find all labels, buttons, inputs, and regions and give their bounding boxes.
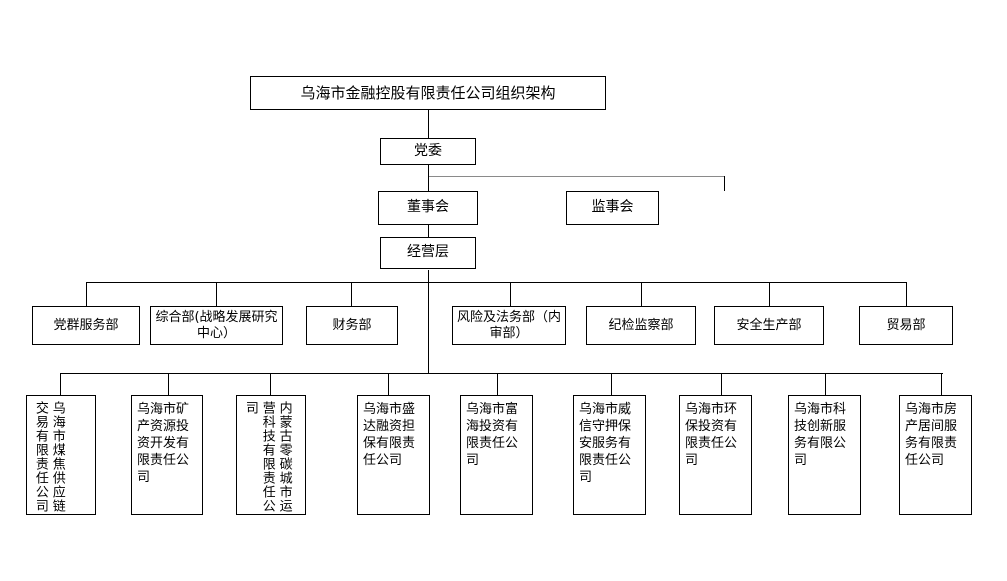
connector-subsidiary-bus	[60, 373, 943, 374]
connector-drop-sub-1	[60, 373, 61, 395]
subsidiary-label-2: 乌海市矿产资源投资开发有限责任公司	[137, 402, 190, 485]
subsidiary-label-5: 乌海市富海投资有限责任公司	[466, 402, 519, 468]
dept-box-5: 纪检监察部	[586, 306, 696, 345]
connector-drop-sub-3	[270, 373, 271, 395]
subsidiary-label-8: 乌海市科技创新服务有限公司	[794, 402, 847, 468]
dept-box-2: 综合部(战略发展研究中心）	[150, 306, 283, 345]
dept-label-2: 综合部(战略发展研究中心）	[155, 309, 278, 341]
connector-to-board	[428, 176, 429, 191]
connector-drop-dept-4	[510, 282, 511, 306]
node-board-of-directors: 董事会	[378, 191, 478, 225]
dept-label-3: 财务部	[332, 317, 372, 333]
node-board-of-directors-label: 董事会	[407, 199, 449, 216]
node-board-of-supervisors-label: 监事会	[591, 199, 634, 216]
connector-drop-dept-1	[86, 282, 87, 306]
chart-title-box: 乌海市金融控股有限责任公司组织架构	[250, 76, 606, 110]
node-management-layer-label: 经营层	[407, 244, 449, 261]
connector-management-spine	[428, 282, 429, 373]
subsidiary-label-3: 内蒙古零碳城市运营科技有限责任公司	[242, 401, 292, 513]
subsidiary-box-3: 内蒙古零碳城市运营科技有限责任公司	[236, 395, 306, 515]
subsidiary-label-6: 乌海市威信守押保安服务有限责任公司	[579, 402, 632, 485]
connector-drop-sub-6	[611, 373, 612, 395]
subsidiary-box-6: 乌海市威信守押保安服务有限责任公司	[573, 395, 646, 515]
dept-box-1: 党群服务部	[32, 306, 140, 345]
connector-drop-sub-5	[497, 373, 498, 395]
subsidiary-box-8: 乌海市科技创新服务有限公司	[788, 395, 861, 515]
connector-drop-dept-6	[769, 282, 770, 306]
dept-label-7: 贸易部	[886, 317, 926, 333]
connector-drop-dept-5	[641, 282, 642, 306]
node-party-committee-label: 党委	[414, 142, 442, 159]
dept-label-6: 安全生产部	[736, 317, 802, 333]
connector-management-down	[428, 270, 429, 282]
connector-board-to-management	[428, 224, 429, 237]
node-board-of-supervisors: 监事会	[566, 191, 659, 225]
connector-party-down	[428, 164, 429, 176]
dept-label-5: 纪检监察部	[608, 317, 674, 333]
connector-drop-dept-2	[216, 282, 217, 306]
subsidiary-label-1: 乌海市煤焦供应链交易有限责任公司	[32, 401, 65, 513]
connector-drop-sub-7	[721, 373, 722, 395]
connector-drop-dept-3	[351, 282, 352, 306]
subsidiary-label-9: 乌海市房产居间服务有限责任公司	[905, 402, 958, 468]
subsidiary-label-7: 乌海市环保投资有限责任公司	[685, 402, 738, 468]
connector-drop-dept-7	[906, 282, 907, 306]
dept-box-4: 风险及法务部（内审部）	[452, 306, 566, 345]
connector-to-supervisors	[724, 176, 725, 191]
connector-party-split-bar	[428, 176, 725, 177]
dept-box-6: 安全生产部	[714, 306, 824, 345]
dept-label-1: 党群服务部	[53, 317, 119, 333]
subsidiary-box-9: 乌海市房产居间服务有限责任公司	[899, 395, 972, 515]
subsidiary-box-4: 乌海市盛达融资担保有限责任公司	[357, 395, 430, 515]
subsidiary-box-2: 乌海市矿产资源投资开发有限责任公司	[131, 395, 203, 515]
connector-department-bus	[86, 282, 907, 283]
subsidiary-label-4: 乌海市盛达融资担保有限责任公司	[363, 402, 416, 468]
connector-title-to-party	[428, 110, 429, 138]
connector-drop-sub-8	[825, 373, 826, 395]
chart-title-label: 乌海市金融控股有限责任公司组织架构	[300, 83, 556, 102]
connector-drop-sub-4	[388, 373, 389, 395]
dept-label-4: 风险及法务部（内审部）	[456, 309, 561, 341]
node-management-layer: 经营层	[380, 237, 476, 269]
subsidiary-box-5: 乌海市富海投资有限责任公司	[460, 395, 533, 515]
node-party-committee: 党委	[380, 138, 476, 165]
connector-drop-sub-2	[168, 373, 169, 395]
dept-box-3: 财务部	[306, 306, 398, 345]
connector-drop-sub-9	[941, 373, 942, 395]
dept-box-7: 贸易部	[859, 306, 953, 345]
subsidiary-box-1: 乌海市煤焦供应链交易有限责任公司	[26, 395, 96, 515]
subsidiary-box-7: 乌海市环保投资有限责任公司	[679, 395, 752, 515]
